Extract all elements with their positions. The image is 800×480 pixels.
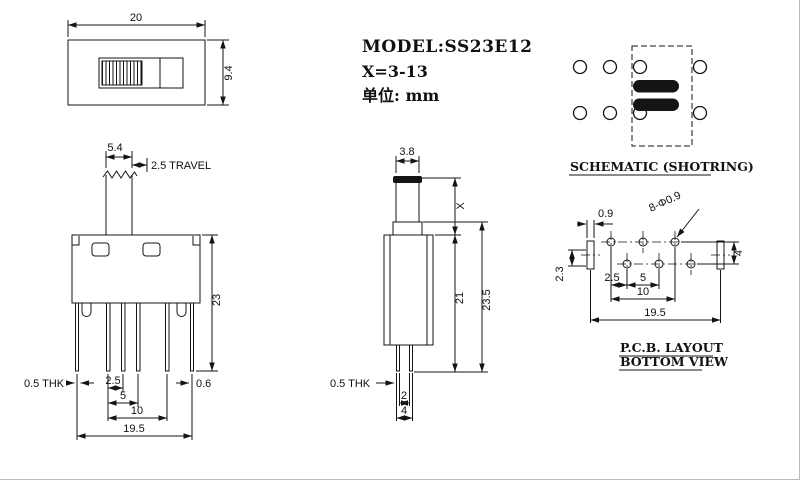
slot-offset-dim: 2.3	[554, 266, 566, 281]
bracket-pin	[75, 302, 79, 372]
terminal-pin	[165, 302, 170, 372]
title-block: MODEL:SS23E12 X=3-13 单位: mm	[362, 37, 533, 105]
terminal-pin	[136, 302, 141, 372]
slot-width-dim: 0.9	[598, 208, 613, 220]
switch-body-outline	[67, 39, 206, 106]
x-height-dim: X	[455, 202, 467, 210]
total-width-dim: 19.5	[644, 307, 665, 319]
shorting-bar	[633, 80, 679, 93]
terminal-pin	[409, 344, 413, 372]
pin-gap-dim: 2	[401, 390, 407, 402]
terminal-circle	[602, 105, 618, 121]
stem-width-dim: 3.8	[399, 146, 414, 158]
total-width-dim: 19.5	[123, 423, 144, 435]
stem-cap	[393, 176, 422, 183]
shorting-bar	[633, 98, 679, 111]
terminal-pin	[106, 302, 111, 372]
pcb-title: P.C.B. LAYOUT	[620, 340, 724, 355]
pitch-small-dim: 2.5	[604, 272, 619, 284]
schematic-title: SCHEMATIC (SHOTRING)	[570, 159, 754, 174]
mounting-hook	[81, 303, 92, 317]
top-view-height-dim: 9.4	[223, 65, 235, 80]
thickness-dim: 0.5 THK	[24, 378, 65, 390]
terminal-circle	[692, 105, 708, 121]
terminal-circle	[572, 105, 588, 121]
terminal-pin	[121, 302, 126, 372]
body-height-dim: 23	[211, 294, 223, 306]
pcb-layout-view: 0.9 8-Φ0.9 2.3 4 2.5 5 10 19.5 P.C.B. LA…	[554, 190, 745, 371]
break-line	[102, 170, 138, 179]
row-spacing-dim: 4	[733, 250, 745, 256]
switch-opening	[98, 57, 184, 89]
mounting-hook	[176, 303, 187, 317]
top-view: 20 9.4	[67, 12, 235, 106]
switch-housing	[71, 234, 201, 304]
pitch-mid-dim: 5	[640, 272, 646, 284]
unit-label: 单位: mm	[362, 86, 439, 105]
x-range: X=3-13	[362, 62, 428, 81]
total-height-dim: 23.5	[481, 289, 493, 310]
terminal-pin	[396, 344, 400, 372]
side-view: 3.8 X 21 23.5 0.5 THK 2 4	[330, 146, 493, 421]
housing-slot	[91, 242, 110, 257]
top-view-width-dim: 20	[130, 12, 142, 24]
switch-housing-side	[383, 234, 434, 346]
body-height-dim: 21	[454, 292, 466, 304]
terminal-circle	[572, 59, 588, 75]
terminal-circle	[692, 59, 708, 75]
model-number: MODEL:SS23E12	[362, 37, 533, 57]
travel-dim: 2.5 TRAVEL	[151, 160, 211, 172]
terminal-circle	[602, 59, 618, 75]
bracket-pin	[190, 302, 194, 372]
pitch-large-dim: 10	[637, 286, 649, 298]
schematic-dashed-frame	[631, 45, 693, 147]
pin-width-dim: 0.6	[196, 378, 211, 390]
pcb-subtitle: BOTTOM VIEW	[620, 354, 729, 369]
stem-shoulder	[392, 221, 423, 236]
terminal-circle	[632, 59, 648, 75]
front-view: 5.4 2.5 TRAVEL 23 0.5 THK 0.6	[24, 142, 223, 440]
knob-width-dim: 5.4	[107, 142, 122, 154]
schematic-view: SCHEMATIC (SHOTRING)	[569, 45, 754, 176]
pitch-mid-dim: 5	[120, 390, 126, 402]
hole-count-dim: 8-Φ0.9	[647, 190, 683, 215]
housing-slot	[142, 242, 161, 257]
pin-span-dim: 4	[401, 405, 407, 417]
thickness-dim: 0.5 THK	[330, 378, 371, 390]
pitch-small-dim: 2.5	[105, 375, 120, 387]
slider-knob-hatched	[101, 60, 143, 86]
pitch-large-dim: 10	[131, 405, 143, 417]
